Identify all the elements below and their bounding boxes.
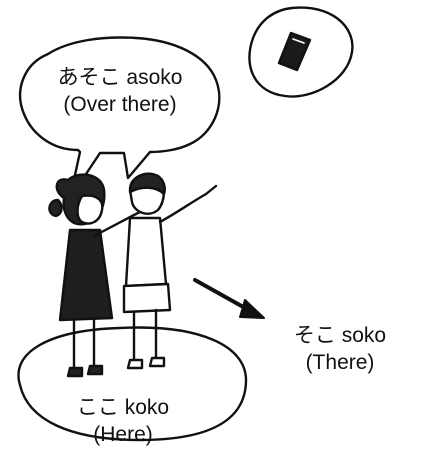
girl-figure [48,173,146,378]
soko-term: そこ soko [293,324,387,347]
koko-term: ここ koko [76,396,170,419]
asoko-term: あそこ asoko [57,66,183,89]
koko-label: ここ koko (Here) [38,394,208,448]
asoko-label: あそこ asoko (Over there) [34,64,206,118]
soko-label: そこ soko (There) [270,322,410,376]
phone-icon [277,31,312,72]
over-there-circle [248,6,354,98]
soko-meaning: (There) [305,351,375,374]
koko-meaning: (Here) [93,423,153,446]
arrow-right-down-icon [193,278,265,319]
speech-bubble [19,36,221,200]
here-circle [17,326,248,442]
asoko-meaning: (Over there) [63,93,177,116]
boy-figure [122,172,218,370]
